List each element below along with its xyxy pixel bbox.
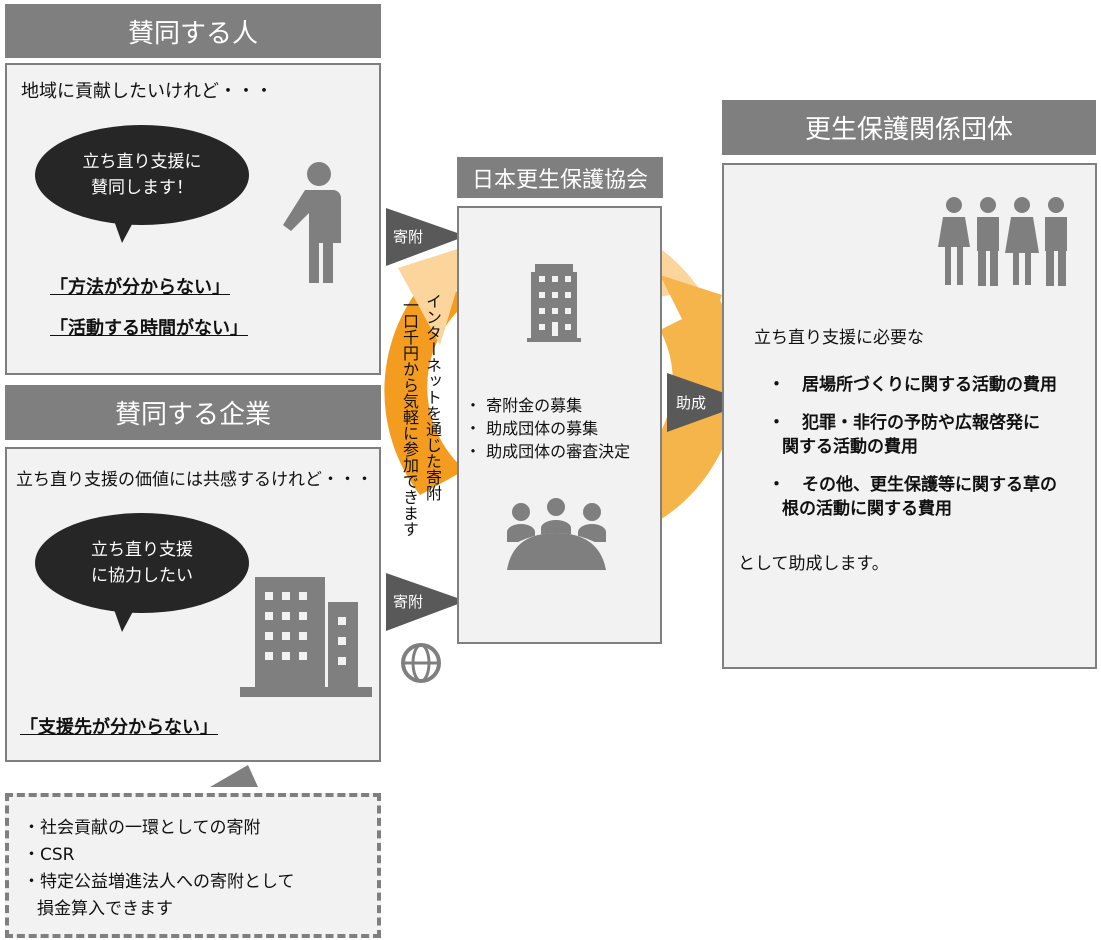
benefit-item: 損金算入できます — [37, 899, 173, 919]
organizations-closing: として助成します。 — [738, 554, 889, 574]
benefits-box: ・社会貢献の一環としての寄附 ・CSR ・特定公益増進法人への寄附として 損金算… — [5, 793, 381, 938]
bubble-line: に協力したい — [91, 566, 193, 586]
task-item: ・ 助成団体の審査決定 — [465, 442, 631, 461]
cycle-arrowhead-right — [660, 275, 722, 355]
bubble-tail — [112, 604, 137, 632]
association-tasks: ・ 寄附金の募集 ・ 助成団体の募集 ・ 助成団体の審査決定 — [465, 394, 630, 463]
speech-bubble: 立ち直り支援に賛同します！ — [35, 125, 249, 225]
issue-time: 「活動する時間がない」 — [50, 318, 248, 339]
donate-label: 寄附 — [393, 228, 424, 246]
person-box: 地域に貢献したいけれど・・・ 立ち直り支援に賛同します！ 「方法が分からない」 … — [5, 63, 381, 375]
bubble-line: 立ち直り支援 — [91, 540, 193, 560]
donate-arrow-1 — [386, 208, 466, 266]
benefit-item: ・社会貢献の一環としての寄附 — [23, 818, 261, 838]
grant-arrow — [667, 373, 750, 432]
cycle-arrow-left — [384, 275, 470, 495]
person-intro: 地域に貢献したいけれど・・・ — [21, 81, 273, 102]
bubble-line: 賛同します！ — [91, 178, 193, 198]
benefit-item: ・特定公益増進法人への寄附として — [23, 872, 295, 892]
organizations-box: 立ち直り支援に必要な ・ 居場所づくりに関する活動の費用 ・ 犯罪・非行の予防や… — [722, 163, 1097, 669]
internet-note: インターネットを通じた寄附 — [423, 293, 442, 501]
organizations-intro: 立ち直り支援に必要な — [754, 328, 924, 348]
grant-label: 助成 — [676, 394, 707, 412]
association-header: 日本更生保護協会 — [457, 157, 663, 198]
task-item: ・ 寄附金の募集 — [465, 396, 583, 415]
company-header: 賛同する企業 — [5, 385, 381, 440]
office-building-icon — [240, 577, 372, 697]
funding-items: ・ 居場所づくりに関する活動の費用 ・ 犯罪・非行の予防や広報啓発に 関する活動… — [768, 373, 1057, 521]
funding-item-cont: 根の活動に関する費用 — [782, 499, 952, 519]
person-icon — [283, 162, 341, 283]
association-box: ・ 寄附金の募集 ・ 助成団体の募集 ・ 助成団体の審査決定 — [457, 206, 662, 644]
speech-bubble: 立ち直り支援に協力したい — [35, 513, 249, 613]
benefit-item: ・CSR — [23, 845, 75, 865]
issue-target: 「支援先が分からない」 — [20, 717, 218, 738]
organizations-header: 更生保護関係団体 — [722, 100, 1096, 155]
cycle-arrowhead-top — [398, 245, 470, 345]
meeting-icon — [507, 498, 606, 570]
person-header: 賛同する人 — [5, 4, 381, 58]
building-icon — [527, 264, 581, 342]
donate-label: 寄附 — [393, 593, 424, 611]
company-intro: 立ち直り支援の価値には共感するけれど・・・ — [16, 470, 373, 490]
internet-note-sub: 一口千円から気軽に参加できます — [400, 297, 419, 537]
bubble-tail — [112, 215, 137, 243]
issue-method: 「方法が分からない」 — [50, 277, 230, 298]
donate-arrow-2 — [386, 573, 466, 631]
people-group-icon — [938, 197, 1067, 286]
funding-item: ・ 犯罪・非行の予防や広報啓発に — [768, 413, 1040, 433]
bubble-line: 立ち直り支援に — [82, 152, 202, 172]
task-item: ・ 助成団体の募集 — [465, 419, 599, 438]
globe-icon — [401, 643, 441, 683]
funding-item: ・ その他、更生保護等に関する草の — [768, 475, 1057, 495]
funding-item-cont: 関する活動の費用 — [782, 437, 918, 457]
pointer-triangle — [210, 765, 258, 787]
funding-item: ・ 居場所づくりに関する活動の費用 — [768, 375, 1057, 395]
company-box: 立ち直り支援の価値には共感するけれど・・・ 立ち直り支援に協力したい 「支援先が… — [5, 447, 381, 762]
